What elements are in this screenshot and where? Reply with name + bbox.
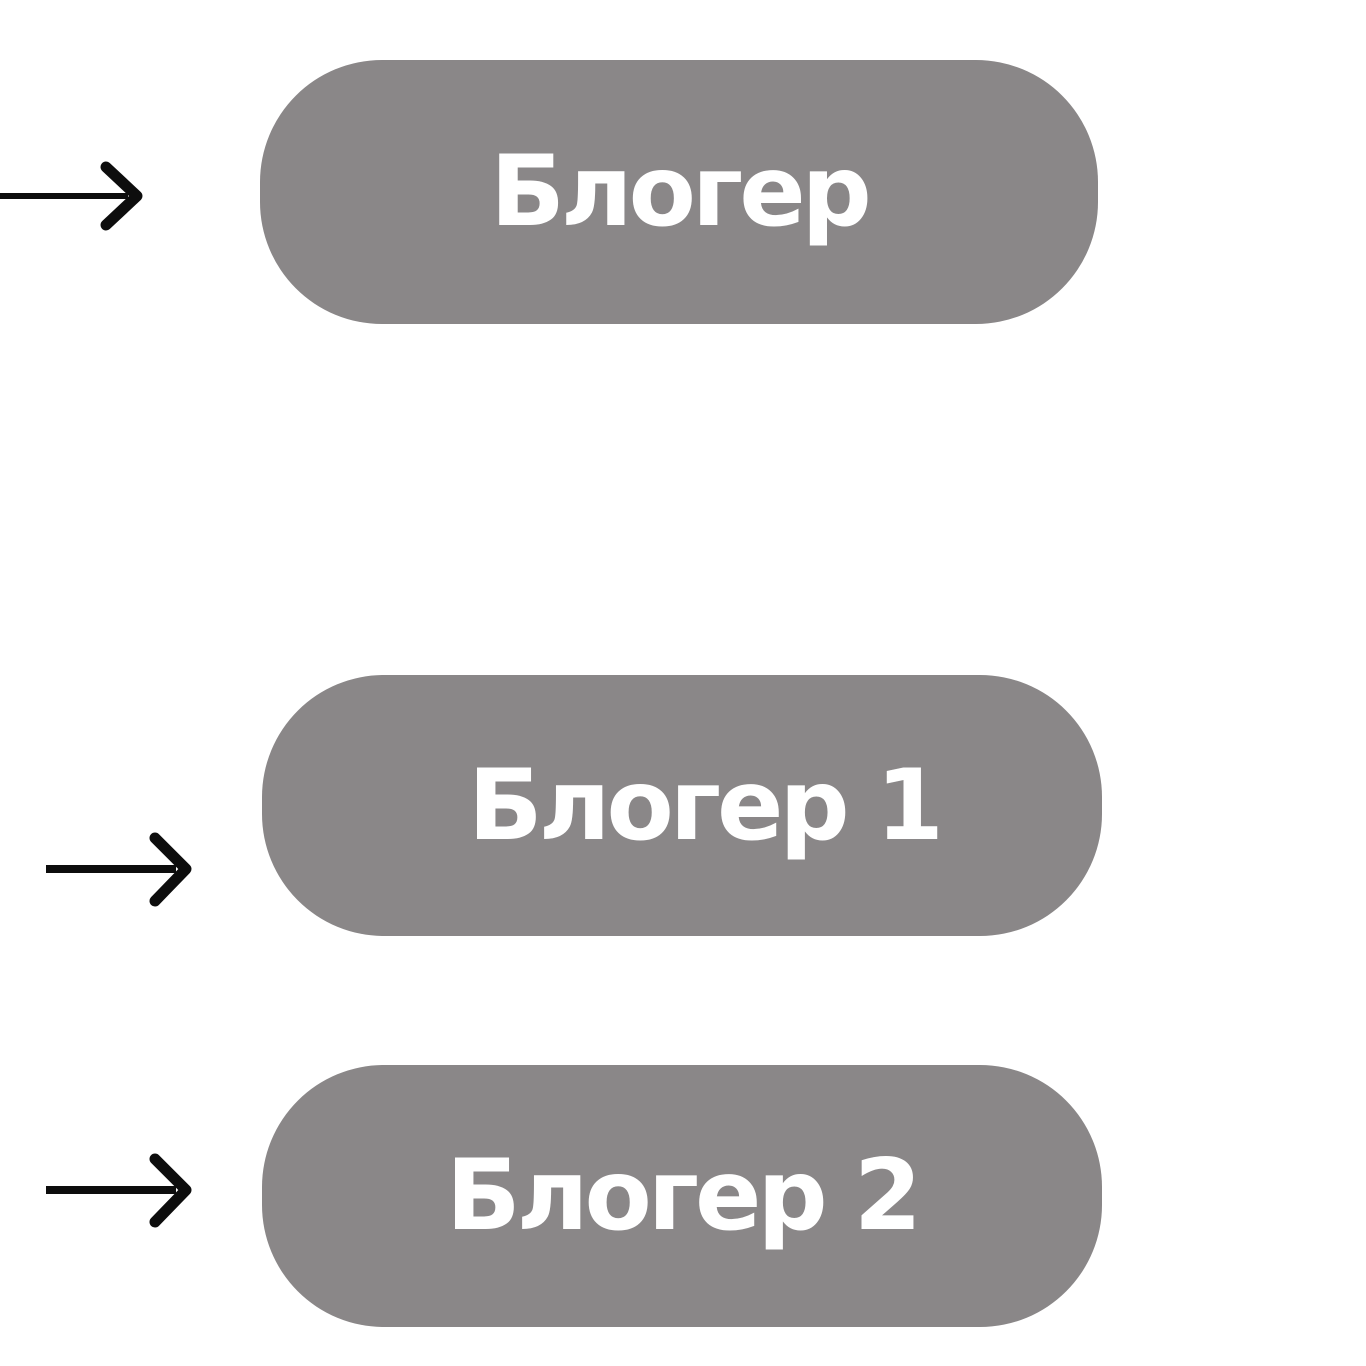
node-blogger-2: Блогер 2 [262, 1065, 1102, 1327]
arrow-to-blogger-icon [0, 161, 143, 231]
arrow-to-blogger-2-icon [46, 1153, 192, 1228]
node-blogger: Блогер [260, 60, 1098, 324]
arrow-to-blogger-1-icon [46, 832, 192, 907]
node-blogger-2-label: Блогер 2 [446, 1139, 922, 1253]
node-blogger-1: Блогер 1 [262, 675, 1102, 936]
node-blogger-label: Блогер [490, 135, 872, 249]
node-blogger-1-label: Блогер 1 [468, 748, 944, 863]
